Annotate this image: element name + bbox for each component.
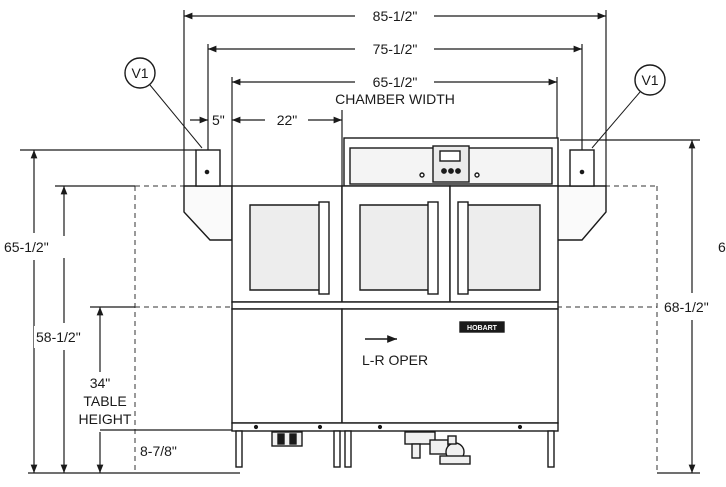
- right-vent-stack: [569, 149, 595, 187]
- overall-height-label: 68-1/2": [664, 299, 709, 315]
- left-side-wing: [183, 185, 233, 241]
- dimension-labels: 85-1/2" 75-1/2" 65-1/2" CHAMBER WIDTH 5"…: [2, 6, 726, 459]
- leg: [344, 430, 352, 468]
- vent-offset-label: 5": [212, 112, 225, 128]
- left-plumbing: [271, 431, 303, 447]
- overall-height-cut-label: 6: [718, 239, 726, 255]
- callout-v1-right-label: V1: [641, 72, 658, 88]
- callout-v1-left: [124, 57, 203, 149]
- center-plumbing: [404, 431, 471, 465]
- chamber-width-label: 65-1/2": [373, 74, 418, 90]
- chamber-width-caption: CHAMBER WIDTH: [335, 91, 455, 107]
- callout-v1-left-label: V1: [131, 65, 148, 81]
- callout-v1-right: [591, 64, 666, 149]
- left-vent-stack: [195, 149, 221, 187]
- dishwasher-machine: [183, 137, 607, 468]
- table-height-caption-2: HEIGHT: [79, 411, 132, 427]
- right-side-wing: [556, 185, 607, 241]
- right-lower-cabinet: [341, 308, 559, 424]
- vent-width-label: 75-1/2": [373, 41, 418, 57]
- table-height-caption-1: TABLE: [83, 393, 126, 409]
- horizontal-dimensions: [183, 10, 607, 186]
- left-door: [249, 204, 325, 291]
- brand-plate-label: HOBART: [467, 325, 498, 332]
- leg: [235, 430, 243, 468]
- right-door: [463, 204, 541, 291]
- left-lower-cabinet: [231, 308, 343, 424]
- table-height-value: 34": [90, 375, 111, 391]
- section-width-label: 22": [277, 112, 298, 128]
- direction-label: L-R OPER: [362, 352, 428, 368]
- center-door: [359, 204, 433, 291]
- table-outline: [134, 185, 658, 470]
- vertical-dimensions: [20, 139, 700, 474]
- brand-plate: [459, 321, 505, 333]
- leg-height-label: 8-7/8": [140, 443, 177, 459]
- overall-width-label: 85-1/2": [373, 8, 418, 24]
- body-height-label: 58-1/2": [36, 329, 81, 345]
- vent-height-label: 65-1/2": [4, 239, 49, 255]
- leg: [547, 430, 555, 468]
- leg: [333, 430, 341, 468]
